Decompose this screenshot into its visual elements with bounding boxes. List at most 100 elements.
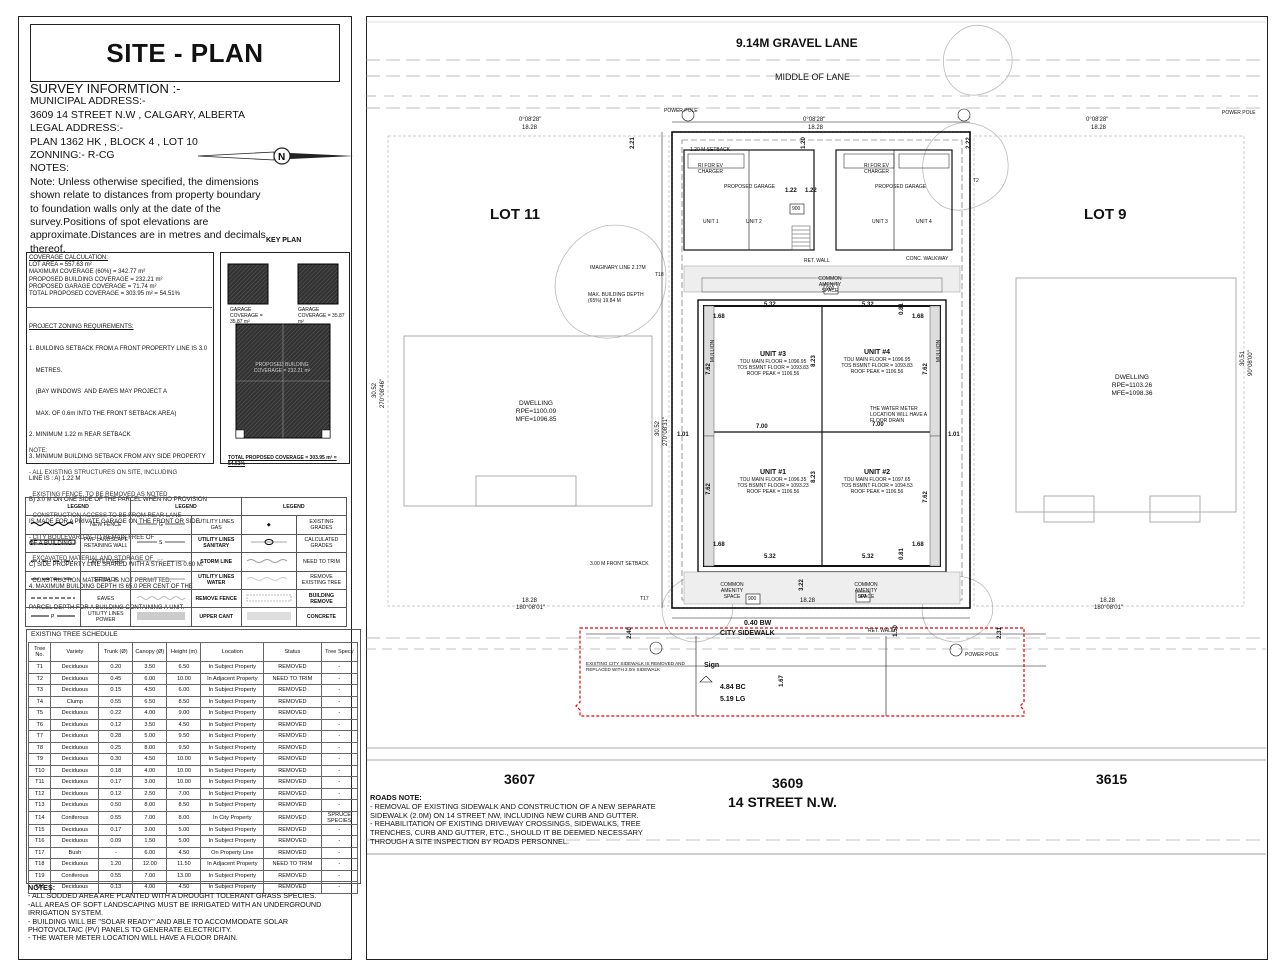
- unit-2-info: ROOF PEAK = 1106.56: [850, 489, 904, 495]
- lot-left-label: LOT 11: [490, 206, 541, 223]
- unit-3-info: ROOF PEAK = 1106.56: [746, 371, 800, 377]
- coverage-line: MAXIMUM COVERAGE (60%) = 342.77 m²: [29, 269, 146, 276]
- conc-walkway-label: CONC. WALKWAY: [906, 256, 949, 262]
- table-cell: -: [320, 753, 359, 766]
- unit-2: UNIT #2 TOU MAIN FLOOR = 1097.65 TOS BSM…: [832, 468, 922, 495]
- legend-label: PWF LANDSCAPE RETAINING WALL: [80, 533, 132, 554]
- dwelling-left-mfe: MFE=1096.85: [515, 416, 557, 423]
- legend-symbol-setback: [24, 570, 82, 590]
- legend-symbol-sanitary: S: [130, 533, 192, 554]
- legend-label: NEED TO TRIM: [295, 552, 348, 572]
- fence-line: [671, 131, 971, 609]
- table-cell: 6.00: [132, 846, 168, 859]
- zoning-line: 2. MINIMUM 1.22 m REAR SETBACK: [29, 432, 131, 439]
- table-cell: 12.00: [132, 858, 168, 871]
- svg-text:W: W: [159, 577, 164, 583]
- adjacent-dwellings: [403, 277, 1237, 523]
- mullion-label: MULLION: [936, 339, 943, 363]
- tree-column-header: Height (m): [166, 642, 202, 662]
- unit-1-info: TOU MAIN FLOOR = 1096.35: [739, 477, 807, 483]
- dist-bottom-left: 18.28: [522, 598, 538, 604]
- table-cell: -: [320, 869, 359, 882]
- table-cell: Deciduous: [50, 672, 100, 685]
- svg-text:P: P: [51, 614, 55, 620]
- table-cell: 4.00: [132, 881, 168, 894]
- dwelling-right-mfe: MFE=1098.36: [1111, 390, 1153, 397]
- legend-table: LEGEND LEGEND LEGEND NEW FENCE G UTILITY…: [24, 496, 348, 627]
- dwelling-left-rpe: RPE=1100.09: [515, 408, 557, 415]
- survey-line: LEGAL ADDRESS:-: [30, 122, 123, 135]
- table-cell: REMOVED: [263, 835, 322, 848]
- dwelling-left-title: DWELLING: [519, 400, 553, 407]
- dim-168-tr: 1.68: [912, 314, 924, 320]
- address-3615: 3615: [1096, 771, 1128, 787]
- legend-symbol-concrete: [240, 607, 297, 627]
- curb-elevation: 4.84 BC: [720, 684, 746, 691]
- table-cell: Deciduous: [50, 799, 100, 812]
- key-plan-garage-left: GARAGE COVERAGE = 35.87 m²: [230, 307, 263, 325]
- legend-label: CALCULATED GRADES: [295, 533, 348, 554]
- bottom-note-line: -ALL AREAS OF SOFT LANDSCAPING MUST BE I…: [28, 899, 322, 909]
- survey-line: PLAN 1362 HK , BLOCK 4 , LOT 10: [30, 135, 198, 148]
- unit-1: UNIT #1 TOU MAIN FLOOR = 1096.35 TOS BSM…: [728, 468, 818, 495]
- sign-label: Sign: [704, 662, 720, 669]
- table-cell: -: [320, 695, 359, 708]
- dim-322: 3.22: [798, 579, 805, 591]
- address-3607: 3607: [504, 771, 536, 787]
- dim-120: 1.20: [800, 137, 807, 149]
- dim-122-a: 1.22: [785, 188, 797, 194]
- unit-4-title: UNIT #4: [863, 349, 891, 356]
- unit-3-info: TOU MAIN FLOOR = 1096.95: [739, 359, 807, 365]
- dim-762-a: 7.62: [705, 363, 712, 375]
- legend-label: BUILDING REMOVE: [295, 588, 348, 609]
- adjacent-lots: [387, 135, 1245, 607]
- dim-762-b: 7.62: [922, 363, 929, 375]
- table-cell: In Subject Property: [200, 695, 265, 708]
- zoning-line: LINE IS : A) 1.22 M: [29, 475, 81, 482]
- concrete-walkways: [683, 265, 961, 605]
- table-cell: 6.50: [132, 695, 168, 708]
- table-cell: Deciduous: [50, 858, 100, 871]
- address-3609: 3609: [772, 775, 804, 791]
- table-cell: 6.00: [166, 684, 202, 697]
- street-features: [586, 108, 1046, 716]
- tree-column-header: Tree No.: [27, 642, 52, 662]
- table-cell: T6: [27, 718, 52, 731]
- coverage-heading: COVERAGE CALCULATION:: [29, 255, 108, 261]
- table-cell: T5: [27, 707, 52, 720]
- garage-unit-1: UNIT 1: [703, 219, 719, 225]
- bearing-top-left: 0°08'28": [519, 117, 542, 123]
- table-cell: REMOVED: [263, 718, 322, 731]
- rear-setback-label: 1.20 M SETBACK: [690, 147, 731, 153]
- table-cell: SPRUCE SPECIES: [320, 810, 359, 825]
- legend-label: SETBACK: [80, 570, 132, 590]
- table-cell: Deciduous: [50, 661, 100, 674]
- table-cell: 9.50: [166, 741, 202, 754]
- power-pole-label: POWER POLE: [1222, 110, 1256, 116]
- table-cell: -: [320, 823, 359, 836]
- table-cell: -: [320, 846, 359, 859]
- ev-right-label: RI FOR EV CHARGER: [864, 163, 890, 175]
- dim-081-b: 0.81: [898, 548, 905, 560]
- roads-note-line: - REMOVAL OF EXISTING SIDEWALK AND CONST…: [370, 801, 656, 811]
- lane-utility-lines: [366, 21, 1266, 855]
- table-cell: -: [320, 707, 359, 720]
- table-cell: 3.50: [132, 718, 168, 731]
- power-pole-label: POWER POLE: [664, 108, 698, 114]
- table-cell: 0.25: [98, 741, 134, 754]
- dim-231: 2.31: [996, 627, 1003, 639]
- table-cell: Deciduous: [50, 741, 100, 754]
- tree-t18-label: T18: [655, 272, 664, 278]
- table-cell: 7.00: [166, 787, 202, 800]
- table-cell: Bush: [50, 846, 100, 859]
- side-mid-dist: 30.52: [655, 420, 661, 436]
- table-cell: 4.00: [132, 764, 168, 777]
- tree-t2-label: T2: [973, 178, 979, 184]
- legend-symbol-eaves: [24, 588, 82, 609]
- table-cell: 4.00: [132, 707, 168, 720]
